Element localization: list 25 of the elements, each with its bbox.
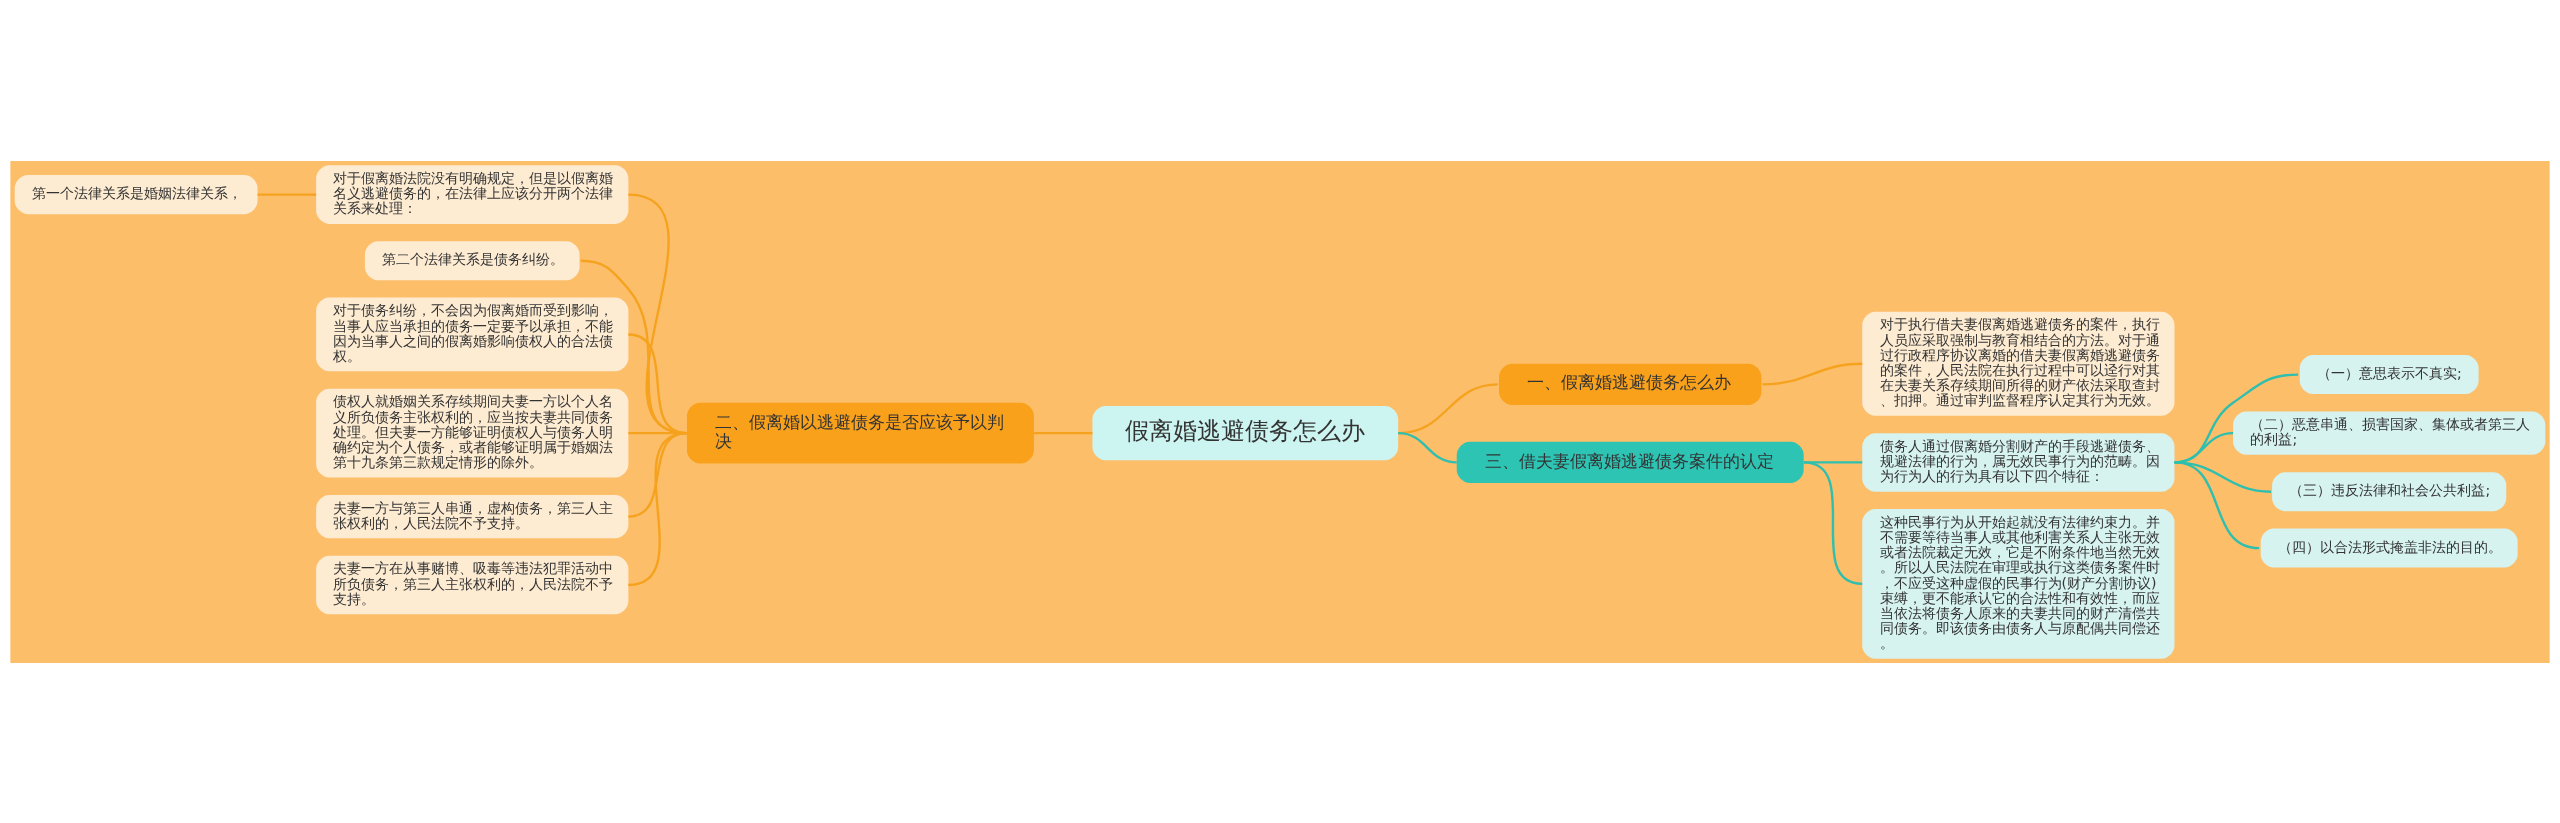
connector	[1803, 460, 1863, 585]
connector	[1762, 362, 1863, 386]
node-box: 第一个法律关系是婚姻法律关系，	[14, 174, 258, 214]
node-box: 夫妻一方在从事赌博、吸毒等违法犯罪活动中所负债务，第三人主张权利的，人民法院不予支持。	[316, 555, 629, 614]
node-box: 夫妻一方与第三人串通，虚构债务，第三人主张权利的，人民法院不予支持。	[316, 494, 629, 538]
node-box: 债权人就婚姻关系存续期间夫妻一方以个人名义所负债务主张权利的，应当按夫妻共同债务处理。但夫妻一方能够证明债权人与债务人明确约定为个人债务，或者能够证明属于婚姻法第十九条第三款规定情形的除外。	[316, 388, 629, 478]
node-box: 一、假离婚逃避债务怎么办	[1499, 363, 1762, 405]
node-box: 对于执行借夫妻假离婚逃避债务的案件，执行人员应采取强制与教育相结合的方法。对于通过行政程序协议离婚的借夫妻假离婚逃避债务的案件，人民法院在执行过程中可以迳行对其在夫妻关系存续期间所得的财产依法采取查封、扣押。通过审判监督程序认定其行为无效。	[1862, 311, 2175, 416]
node-box: 二、假离婚以逃避债务是否应该予以判决	[686, 402, 1034, 463]
node-box: 这种民事行为从开始起就没有法律约束力。并不需要等待当事人或其他利害关系人主张无效或者法院裁定无效，它是不附条件地当然无效。所以人民法院在审理或执行这类债务案件时，不应受这种虚假的民事行为(财产分割协议)束缚，更不能承认它的合法性和有效性，而应当依法将债务人原来的夫妻共同的财产清偿共同债务。即该债务由债务人与原配偶共同偿还。	[1862, 508, 2175, 659]
connector	[2174, 460, 2260, 549]
node-box: 第二个法律关系是债务纠纷。	[364, 240, 580, 280]
connector	[1033, 431, 1093, 434]
connector	[1398, 431, 1457, 464]
connector	[628, 431, 688, 586]
node-box: 假离婚逃避债务怎么办	[1092, 405, 1399, 460]
node-box: 债务人通过假离婚分割财产的手段逃避债务、规避法律的行为，属无效民事行为的范畴。因为行为人的行为具有以下四个特征：	[1862, 432, 2175, 492]
node-box: 三、借夫妻假离婚逃避债务案件的认定	[1456, 441, 1804, 483]
node-box: （四）以合法形式掩盖非法的目的。	[2260, 528, 2518, 568]
connector	[257, 192, 317, 196]
node-box: 对于债务纠纷，不会因为假离婚而受到影响，当事人应当承担的债务一定要予以承担，不能因为当事人之间的假离婚影响债权人的合法债权。	[316, 297, 629, 371]
node-box: （三）违反法律和社会公共利益;	[2272, 471, 2507, 511]
node-box: 对于假离婚法院没有明确规定，但是以假离婚名义逃避债务的，在法律上应该分开两个法律关系来处理：	[316, 164, 629, 224]
node-box: （二）恶意串通、损害国家、集体或者第三人的利益;	[2233, 410, 2546, 455]
node-box: （一）意思表示不真实;	[2299, 354, 2479, 394]
